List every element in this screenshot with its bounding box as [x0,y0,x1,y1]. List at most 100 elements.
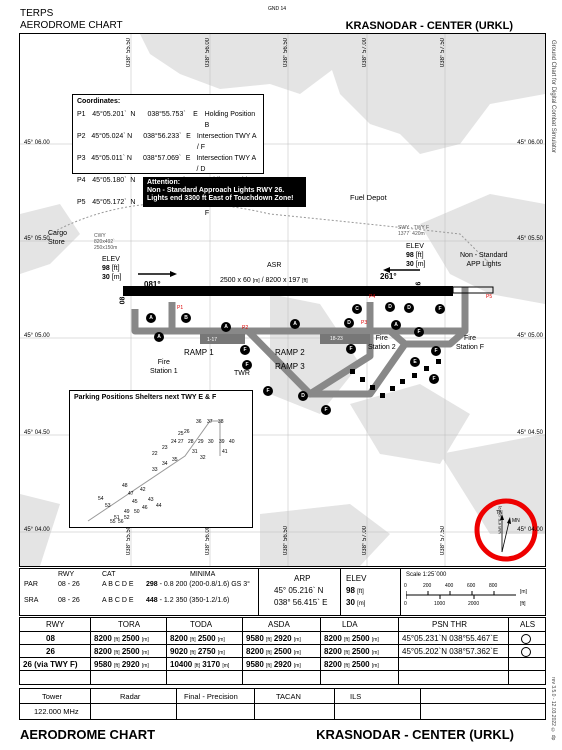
grid-lat-label: 45° 06.00 [517,140,543,146]
parking-number: 40 [229,439,235,445]
rwy-26-marker: 26 [415,281,423,290]
info-panel: RWY CAT MINIMA PAR 08 - 26 A B C D E 298… [19,568,546,616]
parking-number: 41 [222,449,228,455]
parking-number: 43 [148,497,154,503]
rwy-cell: 26 (via TWY F) [23,660,78,669]
comms-h-ils: ILS [350,692,362,701]
rwy-08-marker: 08 [119,296,127,305]
twy-a-label: A [391,320,401,330]
comms-table: Tower Radar Final - Precision TACAN ILS … [19,688,546,720]
grid-lat-label: 45° 06.00 [24,140,50,146]
perimeter-line [49,202,491,265]
grid-lon-label: 038° 57.50 [440,38,446,68]
parking-number: 49 [124,509,130,515]
runway-08-26 [123,286,453,296]
parking-number: 46 [142,505,148,511]
parking-number: 27 [178,439,184,445]
parking-number: 39 [219,439,225,445]
coord-ew: E [185,155,191,162]
arp-lon: 038° 56.415` E [274,598,328,607]
grid-lon-label: 038° 56.00 [205,38,211,68]
sra-label: SRA [24,597,39,604]
grid-lon-label: 038° 55.50 [126,526,132,556]
coord-id: P4 [77,177,86,184]
parking-number: 31 [192,449,198,455]
grid-lon-label: 038° 56.00 [205,526,211,556]
parking-number: 36 [196,419,202,425]
toda-cell: 10400 [ft] 3170 [m] [170,660,230,669]
grid-lon-label: 038° 55.50 [126,38,132,68]
twy-d-label: D [298,391,308,401]
parking-number: 32 [200,455,206,461]
stands-18-23: 18-23 [330,336,343,342]
parking-number: 55 [110,519,116,525]
scale-ft-1000: 1000 [434,601,446,607]
scale-m-unit: [m] [520,589,527,595]
rwy-table-header: ALS [520,620,536,629]
cargo-label: Cargo [48,230,68,237]
psn-thr-cell: 45°05.202`N 038°57.362`E [402,647,499,656]
tora-cell: 9580 [ft] 2920 [m] [94,660,149,669]
parking-number: 35 [172,457,178,463]
coord-ns: N [130,199,136,206]
ramp-2-label: RAMP 2 [275,348,305,357]
coord-lon: 038°57.069` [142,155,182,162]
info-h-cat: CAT [102,571,116,578]
parking-number: 28 [188,439,194,445]
parking-number: 37 [207,419,213,425]
comms-h-tacan: TACAN [276,692,301,701]
twy-d-label: D [344,318,354,328]
coord-lat: 45°05.011` [91,155,126,162]
twy-f-label: F [242,360,252,370]
ramp-3-label: RAMP 3 [275,362,305,371]
twy-a-label: A [146,313,156,323]
scale-ft-0: 0 [404,601,407,607]
tower-label: TWR [234,370,250,377]
parking-positions-box: Parking Positions Shelters next TWY E & … [69,390,253,528]
attention-line1: Non - Standard Approach Lights RWY 26. [147,187,285,194]
parking-number: 44 [156,503,162,509]
parking-number: 33 [152,467,158,473]
coord-lat: 45°05.201` [92,111,127,118]
compass-mn: MN [512,518,520,524]
header-title-block: TERPS AERODROME CHART [20,8,123,32]
scale-ft-2000: 2000 [468,601,480,607]
grid-lat-label: 45° 04.00 [24,527,50,533]
parking-number: 53 [105,503,111,509]
hdg-arrow-081 [138,271,177,277]
heading-081: 081° [144,280,161,289]
rwy-cell: 08 [46,634,55,643]
coord-lon: 038°55.753` [147,111,186,118]
grid-lat-label: 45° 04.00 [517,527,543,533]
arp-title: ARP [294,574,311,583]
rwy-table-header: RWY [46,620,65,629]
info-h-rwy: RWY [58,571,75,578]
grid-lon-label: 038° 57.00 [362,526,368,556]
coord-ns: N [130,111,136,118]
fuel-depot-label: Fuel Depot [350,193,387,202]
arp-lat: 45° 05.216` N [274,586,324,595]
parking-number: 22 [152,451,158,457]
als-icon [521,647,531,659]
asda-cell: 9580 [ft] 2920 [m] [246,660,301,669]
scale-m-600: 600 [467,583,476,589]
twy-a-label: A [290,319,300,329]
scale-ft-unit: [ft] [520,601,526,607]
scale-m-0: 0 [404,583,407,589]
parking-number: 34 [162,461,168,467]
coord-lat: 45°05.024` [91,133,126,140]
twy-c-label: C [352,304,362,314]
grid-lon-label: 038° 56.50 [283,38,289,68]
coord-lat: 45°05.180` [92,177,127,184]
twy-f-label: F [346,344,356,354]
twy-f-label: F [414,327,424,337]
p4-marker: P4 [369,294,376,300]
parking-number: 48 [122,483,128,489]
parking-number: 30 [208,439,214,445]
twy-d-label: D [385,302,395,312]
parking-number: 52 [124,515,130,521]
compass-variation: VAR 6°E (2022) [497,505,502,534]
